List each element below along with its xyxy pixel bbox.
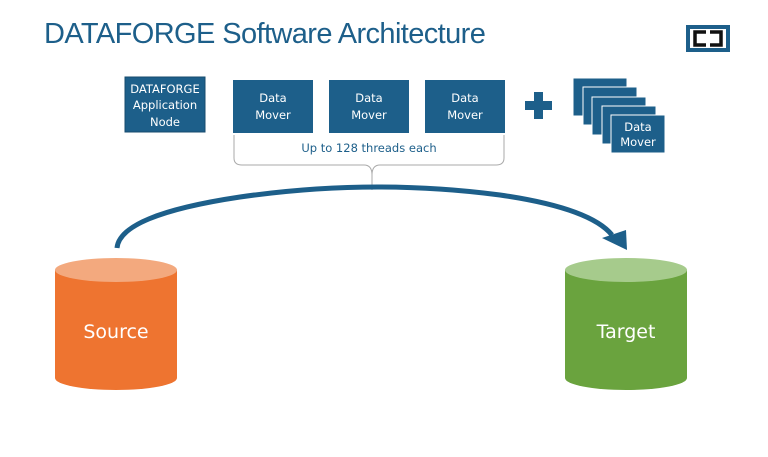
arrowhead-icon — [602, 230, 627, 250]
data-mover-line: Mover — [351, 108, 387, 122]
data-mover-line: Mover — [447, 108, 483, 122]
app-node-line: Node — [150, 115, 180, 129]
stack-mover-line: Data — [624, 120, 651, 134]
target-cylinder: Target — [565, 258, 687, 390]
page-title: DATAFORGE Software Architecture — [44, 18, 486, 50]
flow-arrow — [114, 184, 614, 249]
app-node-box: DATAFORGE Application Node — [124, 76, 206, 133]
data-mover-line: Mover — [255, 108, 291, 122]
plus-icon — [525, 92, 552, 119]
data-mover-stack — [572, 77, 666, 154]
source-cylinder: Source — [55, 258, 177, 390]
stack-mover-line: Mover — [620, 135, 656, 149]
data-mover-line: Data — [451, 91, 478, 105]
brace-label: Up to 128 threads each — [301, 141, 436, 155]
data-mover-box: Data Mover — [233, 80, 313, 133]
logo-icon — [686, 25, 730, 52]
source-label: Source — [83, 321, 148, 343]
brace — [233, 135, 505, 190]
data-mover-line: Data — [259, 91, 286, 105]
data-mover-box: Data Mover — [425, 80, 505, 133]
data-mover-line: Data — [355, 91, 382, 105]
target-label: Target — [596, 321, 656, 343]
app-node-line: Application — [133, 98, 197, 112]
app-node-line: DATAFORGE — [130, 82, 199, 96]
data-mover-box: Data Mover — [329, 80, 409, 133]
